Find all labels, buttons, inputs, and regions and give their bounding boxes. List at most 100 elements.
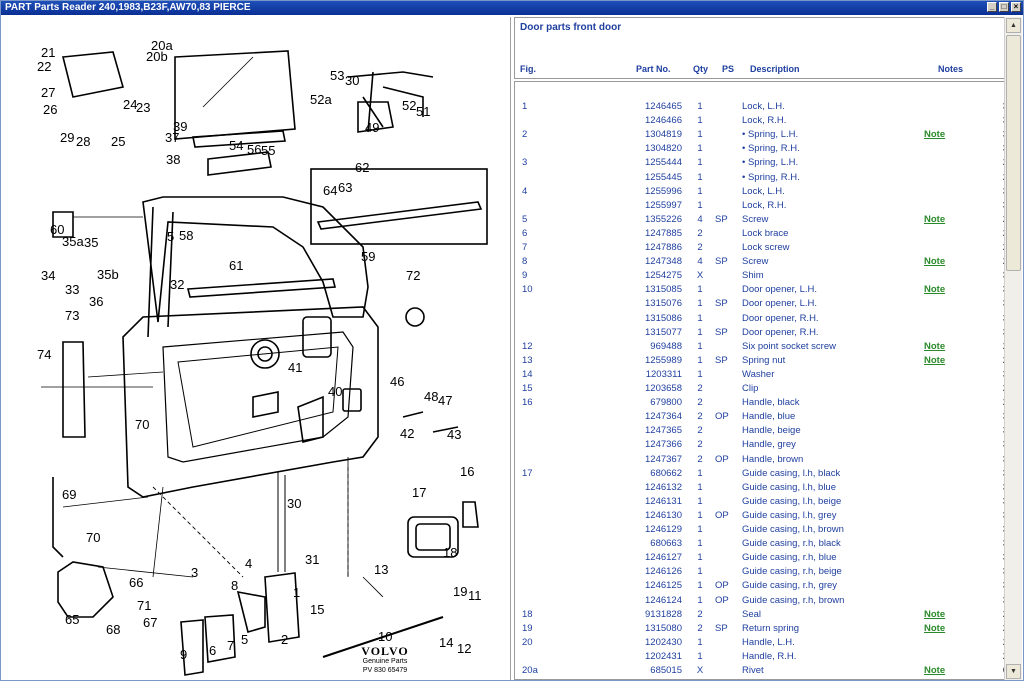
diagram-label-58[interactable]: 58 [179, 228, 194, 243]
diagram-label-51[interactable]: 51 [416, 104, 431, 119]
diagram-label-9[interactable]: 9 [180, 647, 188, 662]
close-button[interactable]: × [1011, 2, 1021, 12]
diagram-label-35[interactable]: 35 [84, 235, 99, 250]
diagram-label-20a[interactable]: 20a [151, 38, 173, 53]
diagram-label-36[interactable]: 36 [89, 294, 104, 309]
minimize-button[interactable]: _ [987, 2, 997, 12]
diagram-label-6[interactable]: 6 [209, 643, 217, 658]
diagram-label-26[interactable]: 26 [43, 102, 58, 117]
diagram-label-67[interactable]: 67 [143, 615, 158, 630]
diagram-label-41[interactable]: 41 [288, 360, 303, 375]
table-row[interactable]: 20b685022XRivetNote6 [515, 678, 1014, 679]
diagram-label-70-door[interactable]: 70 [135, 417, 150, 432]
diagram-label-15[interactable]: 15 [310, 602, 325, 617]
diagram-label-43[interactable]: 43 [447, 427, 462, 442]
diagram-label-47[interactable]: 47 [438, 393, 453, 408]
note-link[interactable]: Note [924, 678, 945, 679]
diagram-label-12[interactable]: 12 [457, 641, 472, 656]
diagram-label-23[interactable]: 23 [136, 100, 151, 115]
diagram-label-53[interactable]: 53 [330, 68, 345, 83]
note-link[interactable]: Note [924, 608, 946, 620]
diagram-label-42[interactable]: 42 [400, 426, 415, 441]
diagram-label-38[interactable]: 38 [166, 152, 181, 167]
diagram-label-31[interactable]: 31 [305, 552, 320, 567]
diagram-label-28[interactable]: 28 [76, 134, 91, 149]
scroll-down-icon[interactable]: ▼ [1006, 664, 1021, 679]
title-bar[interactable]: PART Parts Reader 240,1983,B23F,AW70,83 … [1, 1, 1023, 15]
diagram-label-17[interactable]: 17 [412, 485, 427, 500]
diagram-label-3[interactable]: 3 [191, 565, 199, 580]
diagram-label-7[interactable]: 7 [227, 638, 235, 653]
diagram-label-72[interactable]: 72 [406, 268, 421, 283]
table-row[interactable]: 812473484SPScrewNote2 [515, 255, 1014, 269]
diagram-label-48[interactable]: 48 [424, 389, 439, 404]
diagram-label-66[interactable]: 66 [129, 575, 144, 590]
diagram-label-61[interactable]: 61 [229, 258, 244, 273]
exploded-parts-diagram[interactable]: 21 22 20a 20b 27 26 24 23 29 28 25 37 39… [3, 17, 511, 680]
diagram-label-71[interactable]: 71 [137, 598, 152, 613]
diagram-label-29[interactable]: 29 [60, 130, 75, 145]
note-link[interactable]: Note [924, 340, 946, 352]
diagram-label-16[interactable]: 16 [460, 464, 475, 479]
diagram-label-73[interactable]: 73 [65, 308, 80, 323]
diagram-label-37[interactable]: 37 [165, 130, 180, 145]
diagram-label-27[interactable]: 27 [41, 85, 56, 100]
diagram-label-54[interactable]: 54 [229, 138, 244, 153]
diagram-label-1[interactable]: 1 [293, 585, 301, 600]
table-row[interactable]: 1891318282SealNote2 [515, 608, 1014, 622]
diagram-label-68[interactable]: 68 [106, 622, 121, 637]
diagram-label-70-strap[interactable]: 70 [86, 530, 101, 545]
diagram-label-63[interactable]: 63 [338, 180, 353, 195]
scroll-thumb[interactable] [1006, 35, 1021, 271]
diagram-label-22[interactable]: 22 [37, 59, 52, 74]
table-row[interactable]: 20a685015XRivetNote6 [515, 664, 1014, 678]
table-row[interactable]: 1512036582Clip2 [515, 382, 1014, 396]
diagram-label-11[interactable]: 11 [468, 588, 482, 603]
diagram-label-2[interactable]: 2 [281, 632, 289, 647]
note-link[interactable]: Note [924, 354, 946, 366]
diagram-label-34[interactable]: 34 [41, 268, 56, 283]
note-link[interactable]: Note [924, 213, 946, 225]
vertical-scrollbar[interactable]: ▲ ▼ [1004, 17, 1022, 680]
diagram-label-18[interactable]: 18 [443, 545, 458, 560]
diagram-label-20b[interactable]: 20b [146, 49, 168, 64]
diagram-label-32[interactable]: 32 [170, 277, 185, 292]
diagram-label-4[interactable]: 4 [245, 556, 253, 571]
diagram-label-21[interactable]: 21 [41, 45, 56, 60]
diagram-label-30-rod[interactable]: 30 [287, 496, 302, 511]
diagram-label-33[interactable]: 33 [65, 282, 80, 297]
diagram-label-30-top[interactable]: 30 [345, 73, 360, 88]
diagram-label-5-lock[interactable]: 5 [241, 632, 249, 647]
diagram-label-13[interactable]: 13 [374, 562, 389, 577]
note-link[interactable]: Note [924, 129, 946, 141]
diagram-label-69[interactable]: 69 [62, 487, 77, 502]
diagram-label-64[interactable]: 64 [323, 183, 338, 198]
